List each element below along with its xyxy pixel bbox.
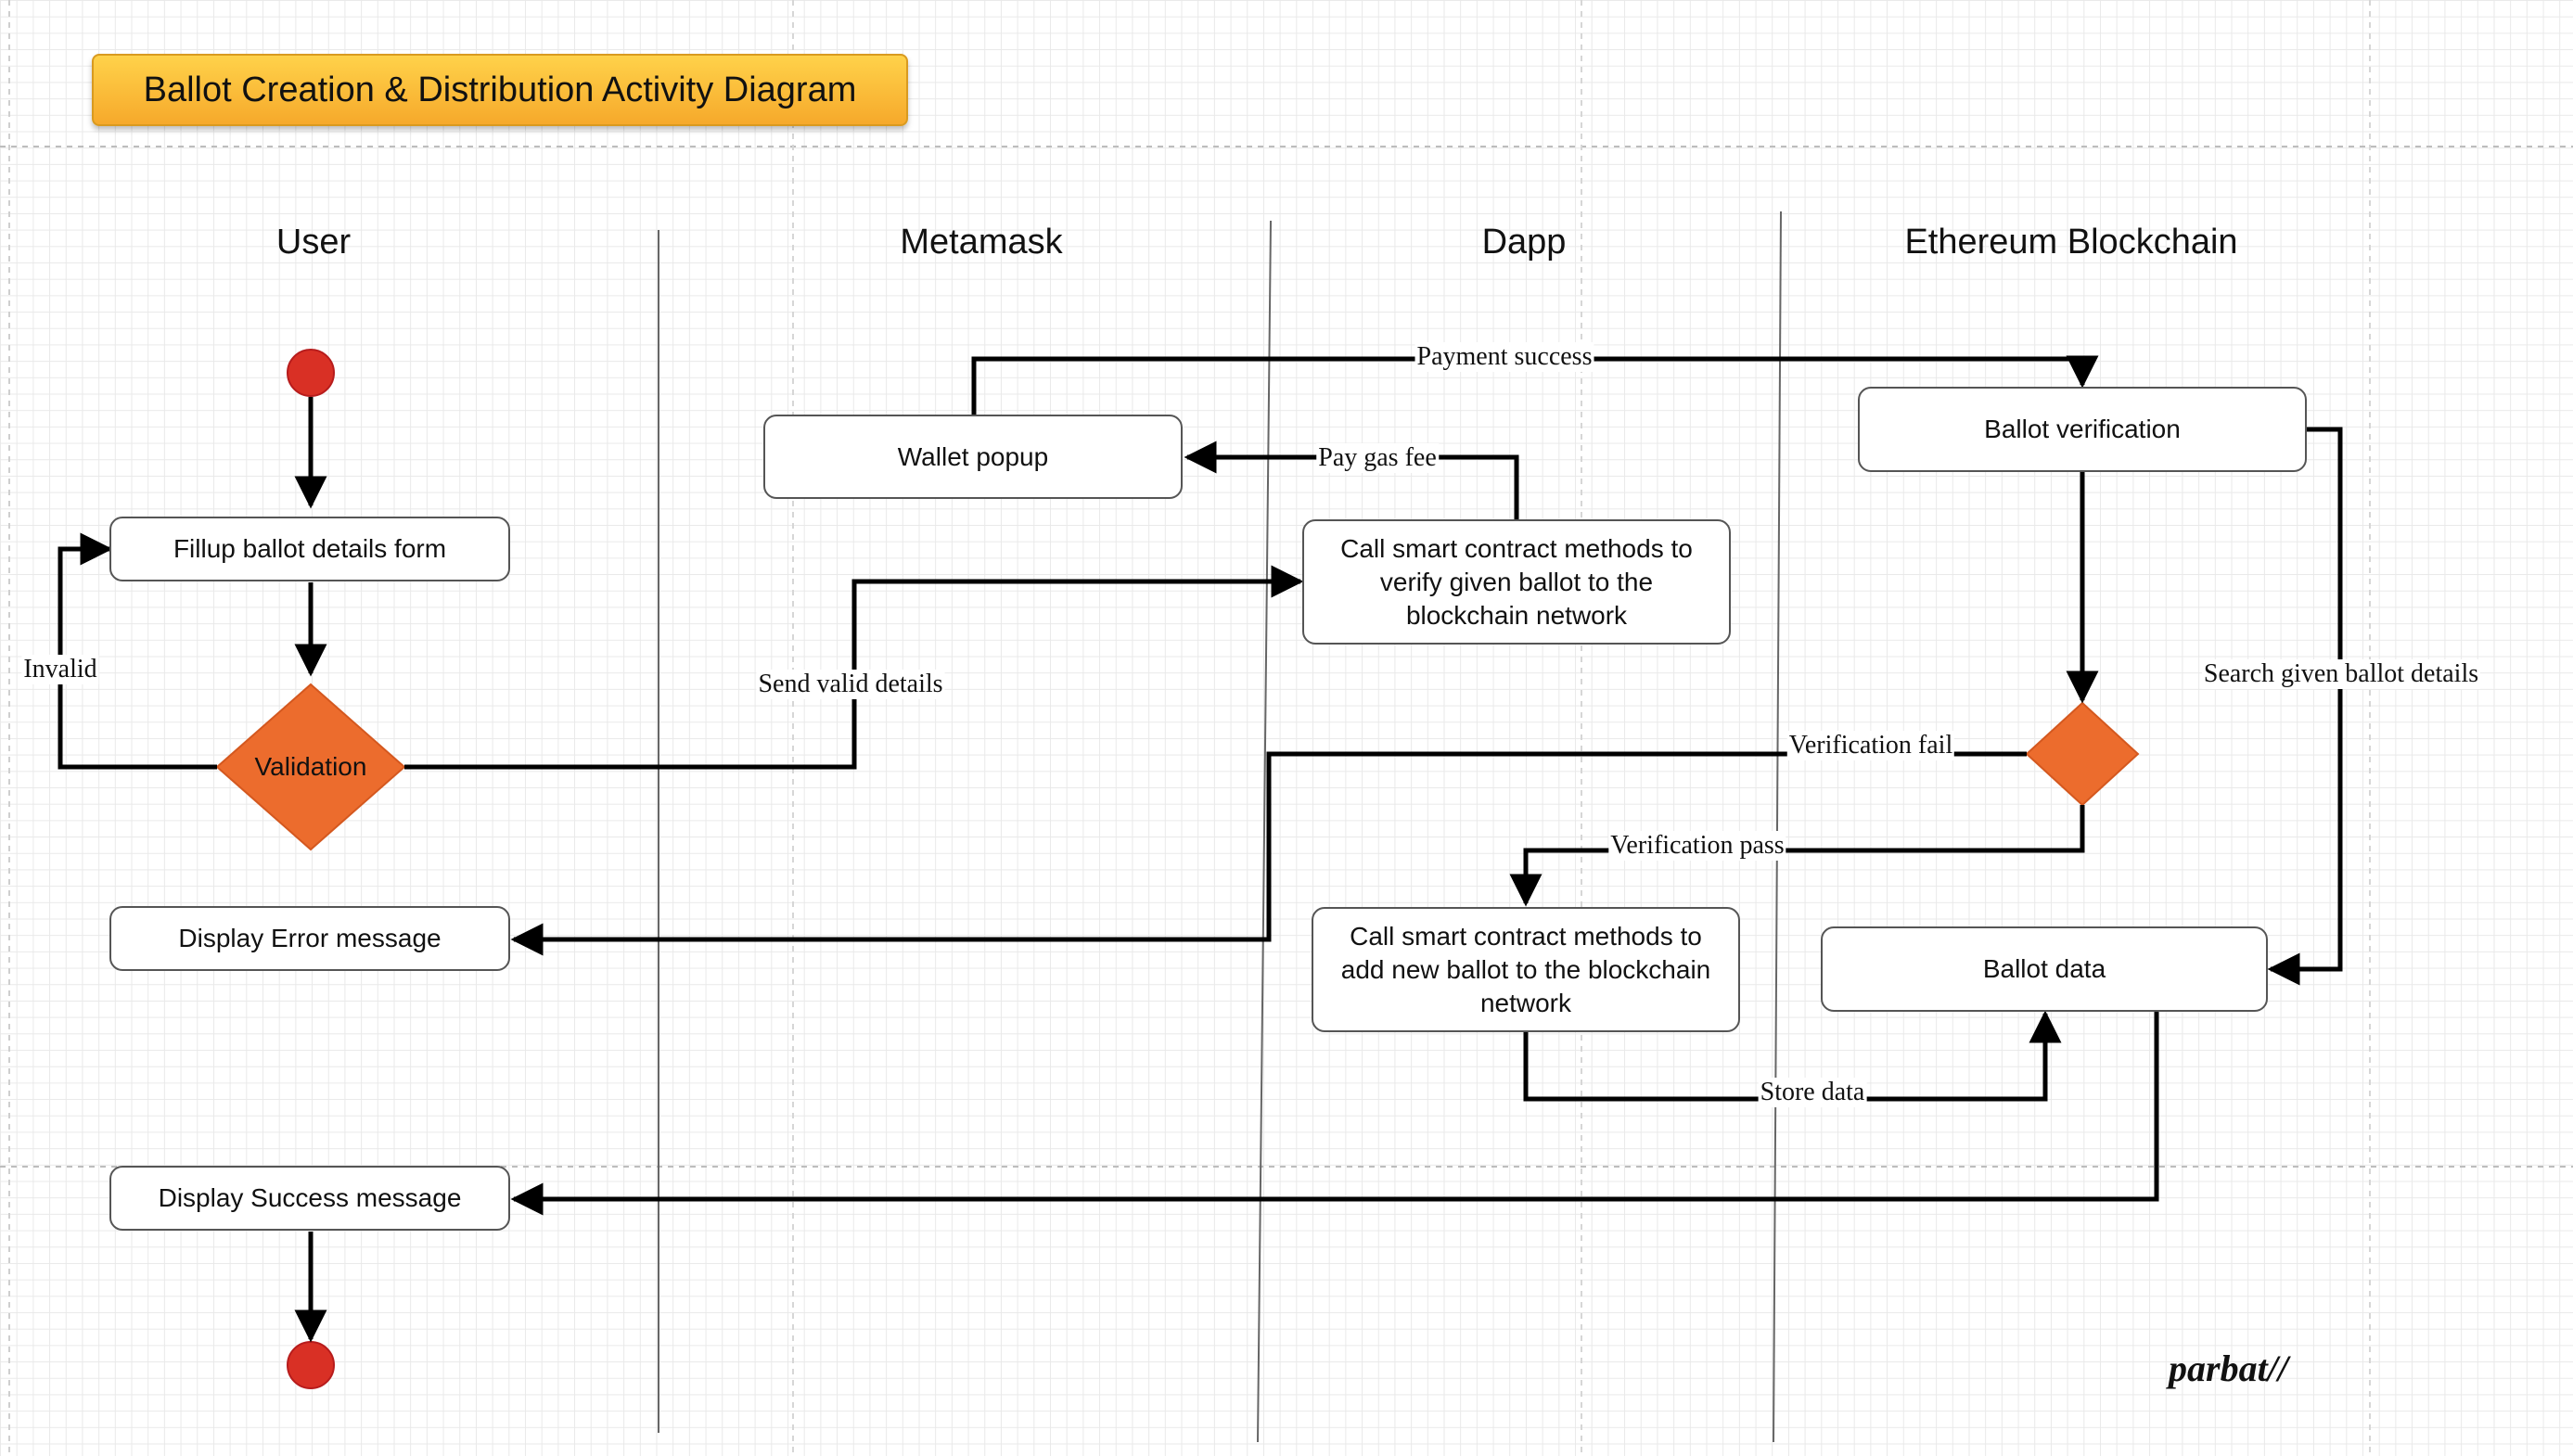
edge-label-invalid: Invalid xyxy=(21,655,99,684)
edge-label-pay-gas: Pay gas fee xyxy=(1316,443,1439,473)
edge-label-store-data: Store data xyxy=(1758,1078,1867,1107)
node-ballot-verification: Ballot verification xyxy=(1858,387,2307,472)
edge-label-verification-pass: Verification pass xyxy=(1608,831,1786,861)
node-display-success: Display Success message xyxy=(109,1166,510,1231)
edge-search-ballot xyxy=(2267,427,2343,986)
lane-title-metamask: Metamask xyxy=(900,223,1063,262)
node-call-add: Call smart contract methods to add new b… xyxy=(1312,907,1740,1032)
lane-separator-3 xyxy=(1773,211,1782,1443)
lane-title-ethereum: Ethereum Blockchain xyxy=(1904,223,2238,262)
author-signature: parbat// xyxy=(2169,1347,2288,1389)
start-node xyxy=(287,349,335,397)
lane-title-dapp: Dapp xyxy=(1481,223,1567,262)
verification-decision xyxy=(2025,701,2140,807)
edge-pay-gas xyxy=(1184,441,1519,519)
edge-label-payment-success: Payment success xyxy=(1415,342,1594,372)
edge-verification-pass xyxy=(1509,805,2085,907)
node-display-error: Display Error message xyxy=(109,906,510,971)
node-ballot-data: Ballot data xyxy=(1821,926,2268,1012)
edge-label-search-ballot: Search given ballot details xyxy=(2201,659,2481,689)
edge-verification-fail xyxy=(510,751,2027,956)
lane-title-user: User xyxy=(275,223,352,262)
node-call-verify: Call smart contract methods to verify gi… xyxy=(1302,519,1731,645)
validation-decision xyxy=(215,683,406,851)
edge-label-send-valid: Send valid details xyxy=(756,670,945,699)
end-node xyxy=(287,1341,335,1389)
lane-separator-2 xyxy=(1257,220,1272,1443)
node-wallet-popup: Wallet popup xyxy=(763,415,1183,499)
diagram-title: Ballot Creation & Distribution Activity … xyxy=(92,54,908,126)
edge-label-verification-fail: Verification fail xyxy=(1786,731,1955,760)
edge-ballot-success xyxy=(510,1011,2159,1216)
node-fillup-form: Fillup ballot details form xyxy=(109,517,510,581)
validation-label: Validation xyxy=(254,752,367,781)
